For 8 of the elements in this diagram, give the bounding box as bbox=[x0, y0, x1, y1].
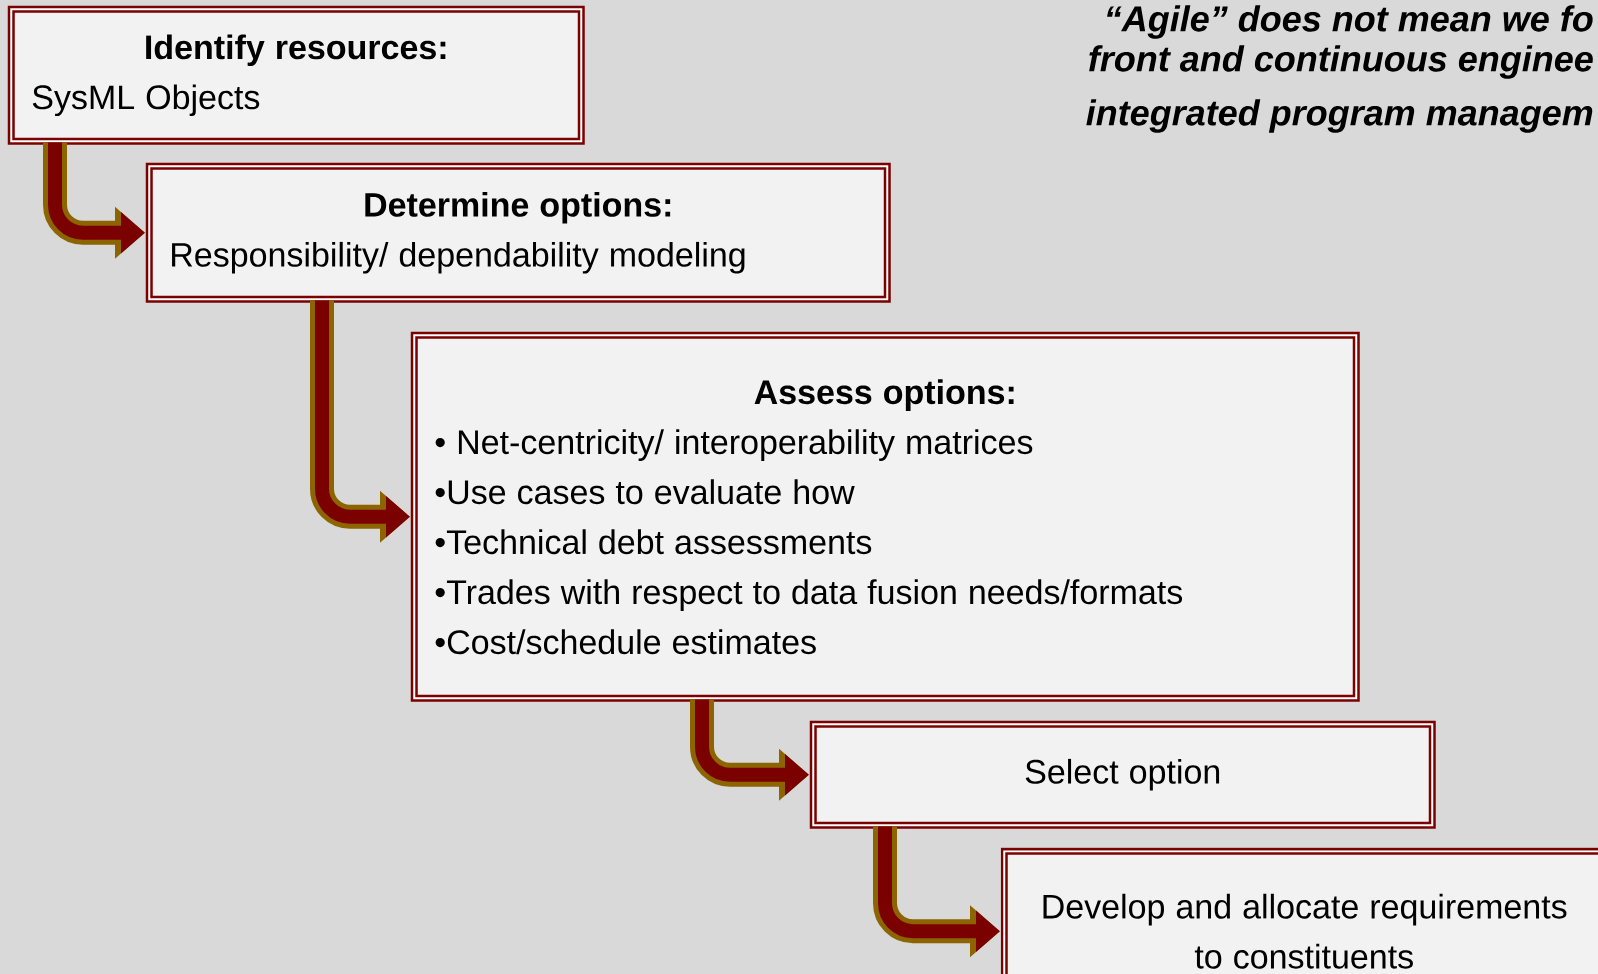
process-box: Select option bbox=[809, 720, 1436, 829]
process-box: Develop and allocate requirements to constituents bbox=[1000, 847, 1598, 974]
quote-text: front and continuous enginee bbox=[1089, 45, 1593, 79]
quote-text: integrated program managem bbox=[1086, 99, 1593, 133]
process-box: Determine options: Responsibility/ dependability modeling bbox=[145, 162, 891, 303]
quote-text: “Agile” does not mean we fo bbox=[1107, 5, 1593, 39]
process-box: Identify resources: SysML Objects bbox=[7, 5, 585, 145]
process-box: Assess options: • Net-centricity/ interoperability matrices •Use cases to evaluate how •Technical debt assessments •Trades with respect to data fusion needs/formats •Cost/schedule estimates bbox=[410, 331, 1360, 702]
